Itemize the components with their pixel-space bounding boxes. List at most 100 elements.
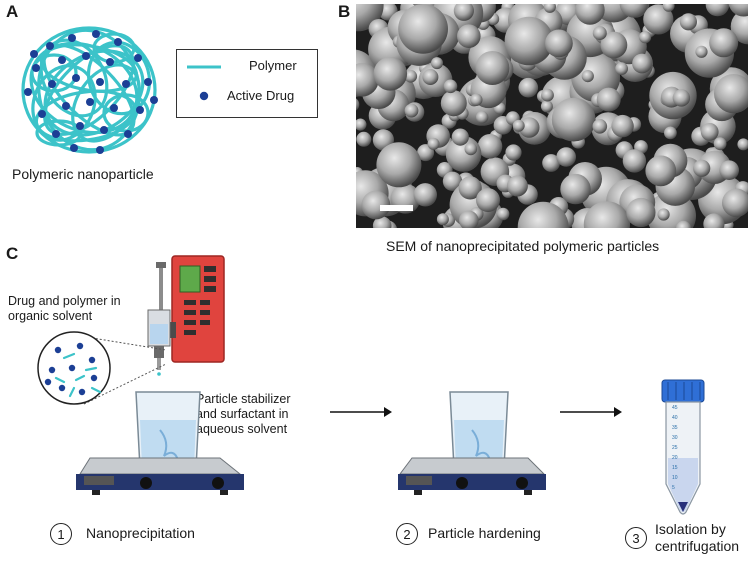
sem-particle	[517, 201, 569, 228]
sem-image	[356, 4, 748, 228]
sem-particle	[626, 197, 656, 228]
solution-inset	[79, 335, 167, 405]
sem-particle	[376, 142, 422, 188]
sem-particle	[413, 183, 437, 207]
sem-particle	[643, 4, 674, 35]
sem-particle	[496, 207, 510, 221]
sem-particle	[551, 97, 596, 142]
drug-molecules	[24, 30, 158, 154]
sem-particle	[592, 119, 608, 134]
sem-particle	[356, 4, 384, 32]
sem-particle	[619, 4, 648, 18]
sem-particle	[442, 171, 463, 191]
sem-particle	[518, 77, 539, 98]
sem-particle	[512, 119, 525, 132]
sem-particle	[470, 93, 483, 107]
sem-particle	[719, 160, 739, 180]
sem-particle	[477, 134, 503, 159]
sem-particle	[464, 142, 478, 156]
sem-particle	[592, 26, 607, 41]
stir-plate-2	[398, 391, 546, 495]
stir-plate-1	[76, 391, 244, 495]
drug-legend-swatch	[199, 91, 209, 101]
tube-scale-mark: 40	[672, 415, 678, 421]
sem-particle	[639, 31, 652, 44]
sem-particle	[431, 57, 443, 70]
sem-particle	[705, 4, 730, 17]
sem-particle	[459, 210, 479, 228]
polymer-legend-swatch	[187, 65, 221, 69]
sem-particle	[540, 100, 553, 113]
sem-particle	[657, 208, 670, 221]
sem-particle	[505, 144, 522, 161]
sem-particle	[541, 88, 554, 102]
tube-scale-mark: 25	[672, 445, 678, 451]
step-3-number: 3	[625, 527, 647, 549]
sem-particles	[356, 4, 748, 228]
sem-particle	[373, 57, 408, 91]
sem-particle	[427, 137, 440, 150]
sem-particle	[458, 176, 482, 200]
sem-particle	[693, 159, 711, 177]
scale-bar	[380, 205, 413, 211]
sem-particle	[662, 4, 675, 12]
sem-particle	[475, 51, 510, 85]
sem-particle	[596, 87, 621, 112]
sem-particle	[356, 131, 372, 147]
panel-c-letter: C	[6, 244, 19, 263]
sem-particle	[728, 4, 748, 17]
tube-scale-mark: 30	[672, 435, 678, 441]
step-2-number: 2	[396, 523, 418, 545]
tube-scale-mark: 5	[672, 485, 675, 491]
sem-particle	[560, 173, 591, 205]
sem-particle	[356, 98, 360, 111]
panel-a-caption: Polymeric nanoparticle	[12, 166, 154, 182]
sem-particle	[556, 147, 576, 167]
sem-particle	[632, 53, 652, 74]
sem-particle	[356, 63, 379, 97]
sem-particle	[675, 220, 692, 228]
sem-particle	[703, 213, 725, 228]
tube-scale-mark: 10	[672, 475, 678, 481]
sem-particle	[453, 4, 474, 21]
sem-particle	[700, 123, 719, 141]
sem-particle	[451, 128, 469, 146]
sem-particle	[440, 90, 467, 117]
step-3-label: Isolation by centrifugation	[655, 521, 740, 554]
sem-particle	[709, 28, 739, 58]
polymer-chains	[21, 26, 157, 154]
panel-b-letter: B	[338, 2, 351, 21]
sem-particle	[737, 138, 748, 151]
sem-particle	[713, 137, 727, 151]
sem-particle	[722, 188, 748, 218]
beaker-label: Particle stabilizer and surfactant in aq…	[196, 392, 291, 436]
sem-particle	[581, 70, 594, 83]
sem-particle	[672, 89, 691, 107]
legend: Polymer Active Drug	[176, 49, 318, 118]
sem-particle	[695, 45, 708, 58]
sem-particle	[504, 16, 554, 66]
centrifuge-tube	[661, 379, 705, 515]
tube-scale-mark: 20	[672, 455, 678, 461]
sem-particle	[679, 13, 697, 31]
sem-particle	[583, 201, 630, 228]
sem-particle	[622, 149, 647, 173]
polymer-legend-label: Polymer	[249, 58, 297, 73]
sem-particle	[575, 4, 605, 25]
sem-particle	[506, 175, 528, 197]
sem-particle	[436, 213, 449, 226]
arrow-2	[560, 407, 622, 417]
arrow-1	[330, 407, 392, 417]
sem-particle	[545, 29, 573, 58]
tube-scale-mark: 35	[672, 425, 678, 431]
sem-particle	[361, 190, 391, 220]
syringe-pump	[147, 255, 225, 376]
sem-particle	[356, 118, 367, 131]
sem-particle	[422, 69, 439, 85]
sem-particle	[476, 188, 500, 213]
sem-particle	[645, 155, 677, 187]
drug-legend-label: Active Drug	[227, 88, 295, 103]
sem-particle	[404, 103, 419, 118]
sem-particle	[611, 114, 634, 138]
sem-particle	[398, 4, 448, 54]
